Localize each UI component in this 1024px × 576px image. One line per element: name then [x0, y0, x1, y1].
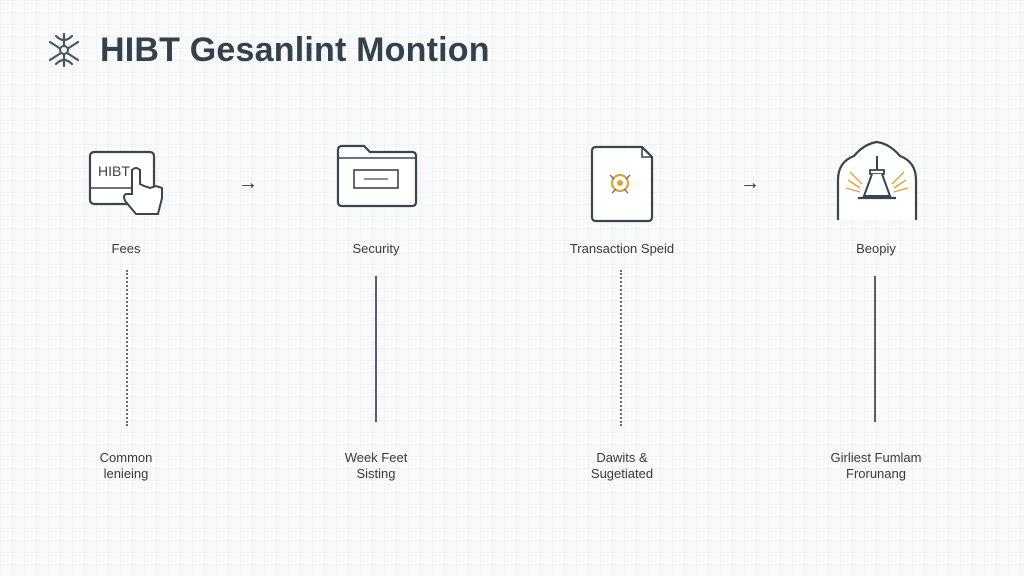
note-line-2: lenieing [103, 466, 149, 481]
shrine-icon [836, 140, 918, 220]
arrow-right-icon: → [740, 172, 760, 194]
step-connector [874, 276, 876, 422]
folder-icon [336, 144, 418, 208]
header: HIBT Gesanlint Montion [44, 28, 490, 72]
hibt-screen-hand-icon: HIBT [88, 150, 163, 215]
note-line-2: Sugetiated [590, 466, 654, 481]
document-icon [590, 145, 654, 223]
step-connector [375, 276, 377, 422]
step-note-fees: Common lenieing [26, 450, 226, 482]
note-line-1: Common [99, 450, 153, 465]
step-label-security: Security [352, 241, 400, 256]
screen-text: HIBT [98, 163, 130, 179]
note-line-1: Girliest Fumlam [830, 450, 922, 465]
step-label-fees: Fees [111, 241, 141, 256]
step-connector [126, 270, 128, 426]
step-connector [620, 270, 622, 426]
step-label-beopiy: Beopiy [856, 241, 896, 256]
note-line-1: Dawits & [596, 450, 648, 465]
note-line-2: Sisting [356, 466, 396, 481]
star-burst-icon [48, 32, 80, 68]
step-note-beopiy: Girliest Fumlam Frorunang [776, 450, 976, 482]
step-label-transaction-speed: Transaction Speid [569, 241, 675, 256]
note-line-1: Week Feet [344, 450, 408, 465]
step-note-transaction-speed: Dawits & Sugetiated [522, 450, 722, 482]
page-title: HIBT Gesanlint Montion [100, 30, 490, 69]
note-line-2: Frorunang [846, 466, 906, 481]
arrow-right-icon: → [238, 172, 258, 194]
step-note-security: Week Feet Sisting [276, 450, 476, 482]
